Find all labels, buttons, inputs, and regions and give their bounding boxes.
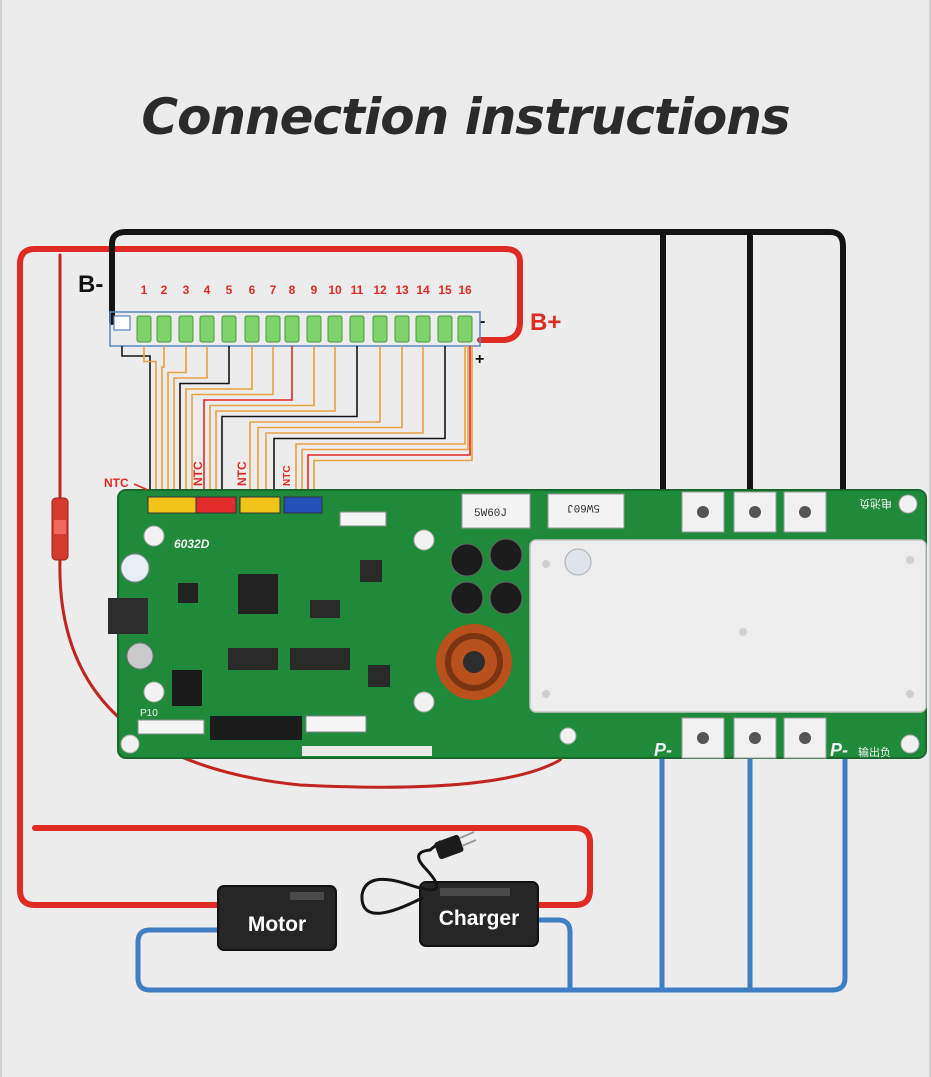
cell-number-13: 13 bbox=[395, 283, 409, 297]
cell-number-12: 12 bbox=[373, 283, 387, 297]
sense-wire-16 bbox=[273, 346, 446, 500]
cell-number-5: 5 bbox=[226, 283, 233, 297]
cell-number-9: 9 bbox=[311, 283, 318, 297]
battery-cell-14 bbox=[415, 315, 431, 343]
left-frame-line bbox=[0, 0, 2, 1077]
board-model-label: 6032D bbox=[174, 537, 210, 551]
page-title: Connection instructions bbox=[141, 88, 790, 146]
sense-wire-4 bbox=[167, 346, 187, 500]
cell-number-10: 10 bbox=[328, 283, 342, 297]
sense-wire-13 bbox=[249, 346, 381, 500]
p-minus-label-1: P- bbox=[654, 740, 672, 760]
ntc-label-3: NTC bbox=[235, 461, 249, 486]
red-b-plus-wire bbox=[17, 246, 593, 908]
cell-number-1: 1 bbox=[141, 283, 148, 297]
battery-cell-10 bbox=[327, 315, 343, 343]
cell-number-6: 6 bbox=[249, 283, 256, 297]
charger-plug bbox=[434, 834, 464, 860]
charger-label: Charger bbox=[439, 907, 520, 930]
cell-minus-sign: - bbox=[480, 313, 485, 330]
sense-wire-17 bbox=[295, 346, 466, 500]
b-minus-terminals bbox=[681, 491, 827, 533]
right-frame-line bbox=[929, 0, 931, 1077]
red-fuse-wire bbox=[58, 253, 572, 789]
output-negative-label: 输出负 bbox=[858, 745, 891, 759]
cell-number-8: 8 bbox=[289, 283, 296, 297]
battery-cell-12 bbox=[372, 315, 388, 343]
ntc-label-4: NTC bbox=[282, 465, 293, 486]
cell-number-7: 7 bbox=[270, 283, 277, 297]
black-b-minus-wire bbox=[109, 229, 846, 511]
sense-wire-2 bbox=[143, 346, 157, 500]
inline-fuse-band bbox=[54, 520, 66, 534]
b-plus-label: B+ bbox=[530, 309, 561, 336]
charger-box bbox=[419, 881, 539, 947]
sense-wire-7 bbox=[185, 346, 253, 500]
cell-number-14: 14 bbox=[416, 283, 430, 297]
balance-sense-wires bbox=[121, 346, 473, 500]
sense-wire-14 bbox=[257, 346, 403, 500]
cell-number-11: 11 bbox=[351, 283, 364, 297]
battery-cell-7 bbox=[265, 315, 281, 343]
battery-cell-9 bbox=[306, 315, 322, 343]
sense-wire-6 bbox=[179, 346, 230, 500]
sense-wire-20 bbox=[313, 346, 473, 500]
battery-cell-1 bbox=[136, 315, 152, 343]
ntc-label-1: NTC bbox=[104, 476, 129, 490]
sense-wire-9 bbox=[203, 346, 293, 500]
battery-cell-5 bbox=[221, 315, 237, 343]
sense-wire-3 bbox=[161, 346, 165, 500]
sense-wire-19 bbox=[307, 346, 471, 500]
cell-number-3: 3 bbox=[183, 283, 190, 297]
cell-number-15: 15 bbox=[438, 283, 452, 297]
sense-wire-1 bbox=[121, 346, 151, 500]
battery-cell-16 bbox=[457, 315, 473, 343]
battery-cell-3 bbox=[178, 315, 194, 343]
battery-cell-4 bbox=[199, 315, 215, 343]
battery-cell-15 bbox=[437, 315, 453, 343]
p10-label: P10 bbox=[140, 708, 158, 719]
sense-wire-5 bbox=[173, 346, 208, 500]
battery-cell-8 bbox=[284, 315, 300, 343]
sense-wire-8 bbox=[191, 346, 274, 500]
battery-cell-row bbox=[109, 311, 481, 347]
cell-plus-sign: + bbox=[475, 351, 484, 368]
bms-board bbox=[108, 489, 927, 759]
cell-number-16: 16 bbox=[458, 283, 472, 297]
b-minus-label: B- bbox=[78, 271, 103, 298]
ntc-label-2: NTC bbox=[191, 461, 205, 486]
sense-wire-18 bbox=[301, 346, 469, 500]
battery-cell-2 bbox=[156, 315, 172, 343]
sense-wire-10 bbox=[209, 346, 315, 500]
battery-cell-13 bbox=[394, 315, 410, 343]
resistor-label-2: 5W60J bbox=[567, 501, 600, 513]
blue-p-minus-wire bbox=[135, 749, 848, 993]
p-minus-terminals bbox=[681, 717, 827, 759]
cell-number-2: 2 bbox=[161, 283, 168, 297]
sense-wire-12 bbox=[221, 346, 358, 500]
battery-cell-6 bbox=[244, 315, 260, 343]
battery-cell-11 bbox=[349, 315, 365, 343]
cell-number-4: 4 bbox=[204, 283, 211, 297]
ntc-pointer-arrow bbox=[133, 483, 149, 491]
sense-wire-11 bbox=[215, 346, 336, 500]
resistor-label-1: 5W60J bbox=[474, 508, 507, 520]
sense-wire-15 bbox=[265, 346, 424, 500]
battery-negative-label: 电池负 bbox=[859, 497, 892, 511]
motor-label: Motor bbox=[248, 913, 306, 936]
motor-box bbox=[217, 885, 337, 951]
p-minus-label-2: P- bbox=[830, 740, 848, 760]
